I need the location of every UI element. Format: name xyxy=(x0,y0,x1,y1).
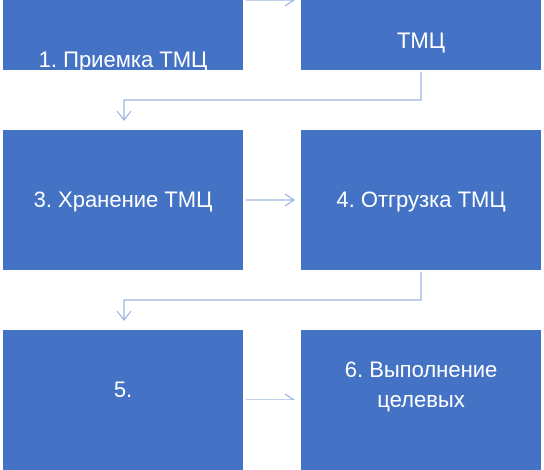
step-label-3: 3. Хранение ТМЦ xyxy=(33,187,213,212)
arrow-3-to-4 xyxy=(246,193,296,207)
arrow-2-to-3 xyxy=(116,72,422,122)
step-box-1: 1. Приемка ТМЦ xyxy=(3,0,243,72)
step-label-1: 1. Приемка ТМЦ xyxy=(38,47,208,72)
step-label-5: 5. xyxy=(113,377,133,402)
step-label-2: ТМЦ xyxy=(396,28,446,53)
arrow-4-to-5 xyxy=(116,272,422,322)
step-box-3: 3. Хранение ТМЦ xyxy=(3,130,243,270)
arrow-5-to-6 xyxy=(246,393,296,400)
connector-layer xyxy=(116,0,422,400)
step-box-4: 4. Отгрузка ТМЦ xyxy=(301,130,541,270)
step-label-4: 4. Отгрузка ТМЦ xyxy=(336,187,506,212)
step-box-2: ТМЦ xyxy=(301,0,541,70)
arrow-1-to-2 xyxy=(246,0,296,7)
